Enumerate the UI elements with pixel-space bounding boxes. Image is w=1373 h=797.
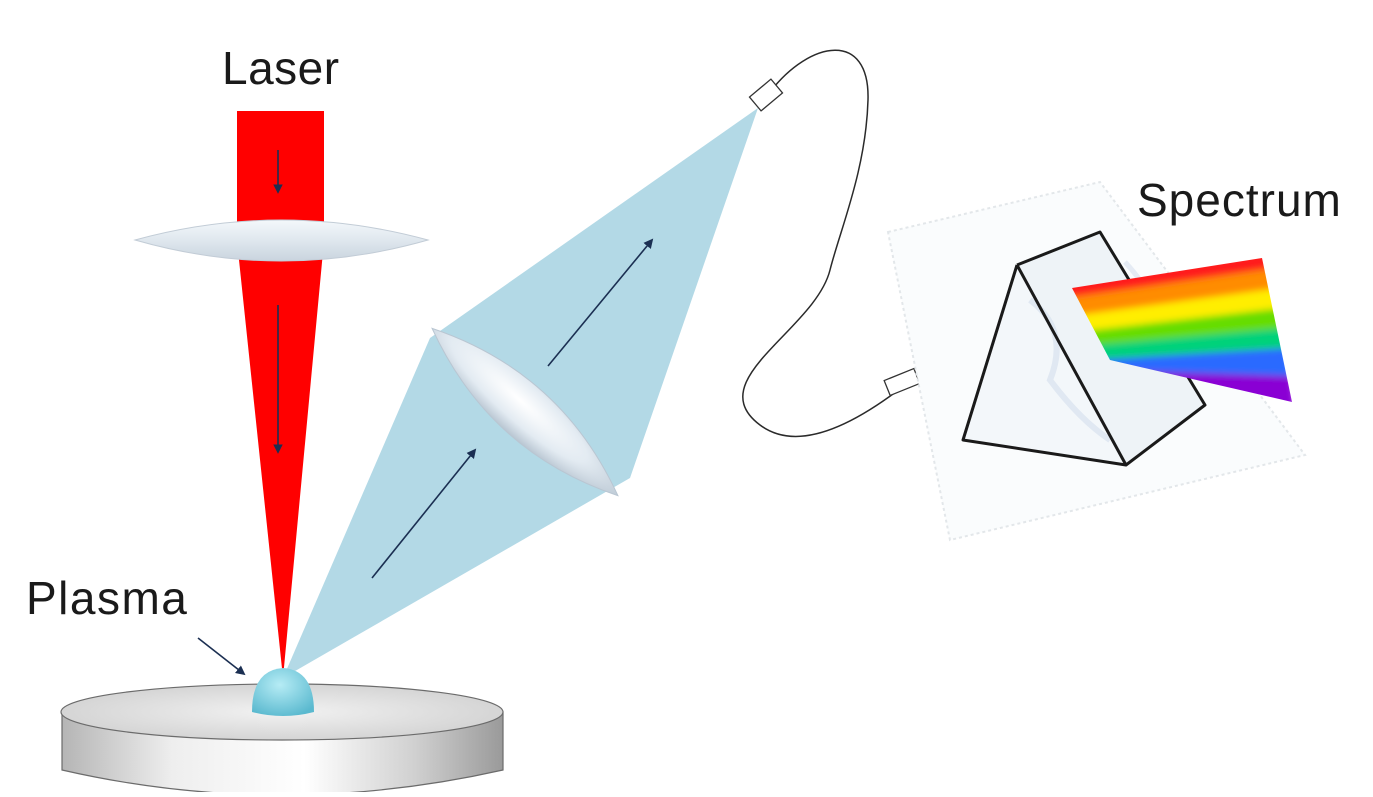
laser-beam-collimated (237, 111, 324, 241)
laser-beam-focused (237, 241, 324, 678)
arrow-up-right-icon (547, 238, 654, 367)
fiber-connector-output (883, 367, 921, 397)
plasma-label: Plasma (26, 572, 189, 624)
optical-fiber (742, 49, 906, 438)
focusing-lens (133, 219, 430, 262)
spectrum-label: Spectrum (1137, 174, 1342, 226)
plasma-dome (252, 668, 314, 716)
fiber-connector-input (748, 78, 784, 112)
arrow-up-right-icon (371, 448, 477, 579)
arrow-down-right-icon (197, 637, 246, 676)
collecting-lens (431, 327, 619, 497)
laser-label: Laser (222, 42, 340, 94)
